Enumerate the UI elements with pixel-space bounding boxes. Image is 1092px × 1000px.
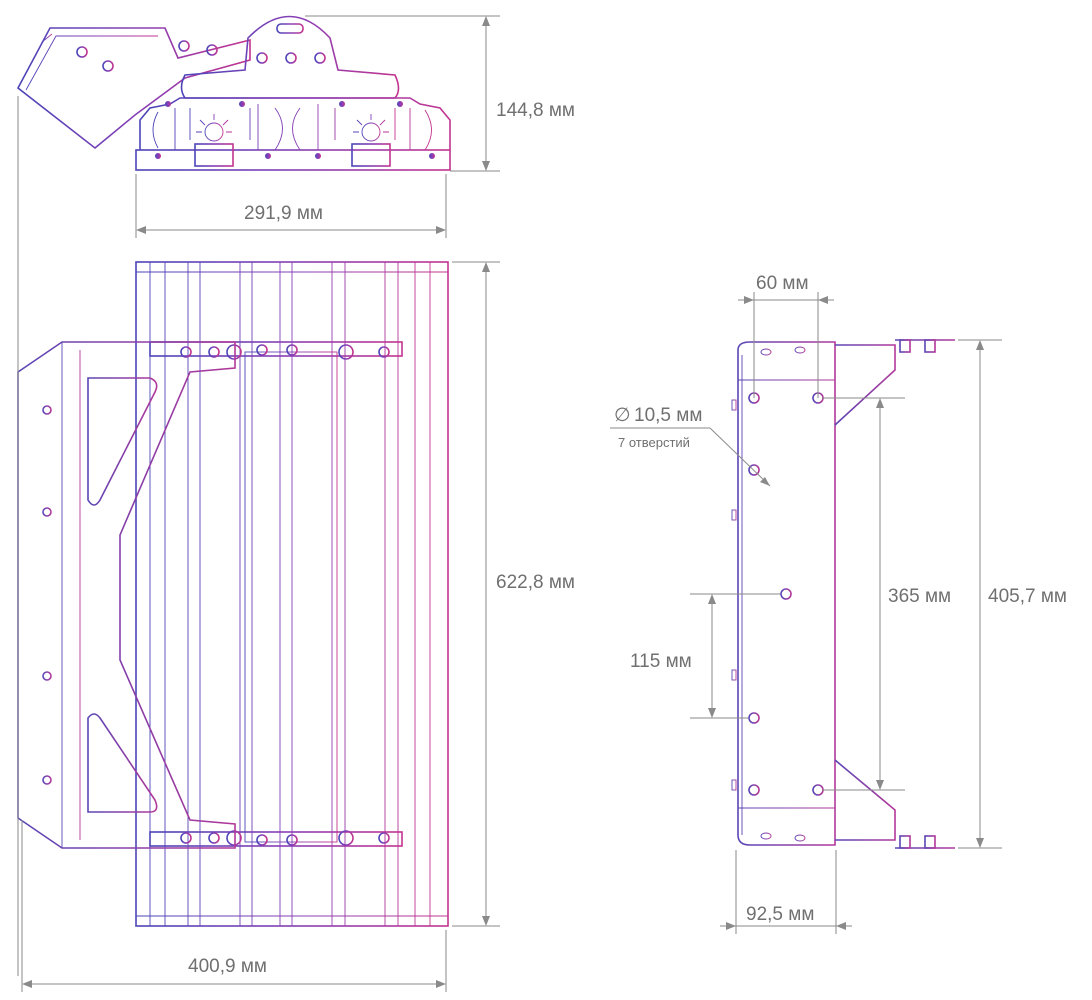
dim-hole-diameter: 10,5 мм (634, 405, 702, 426)
dim-hole-pitch-long: 365 мм (888, 586, 951, 607)
dim-bracket-length: 405,7 мм (988, 586, 1067, 607)
dimension-labels: 144,8 мм 291,9 мм 622,8 мм 400,9 мм 60 м… (188, 100, 1067, 977)
side-view (17, 261, 449, 927)
dim-overall-width: 400,9 мм (188, 956, 267, 977)
end-view (16, 15, 451, 171)
dim-hole-pitch-short: 115 мм (630, 651, 692, 672)
dim-bracket-depth: 92,5 мм (746, 904, 814, 925)
dimension-lines (17, 15, 1002, 992)
diameter-symbol: ∅ (614, 405, 631, 426)
dim-bracket-hole-spacing: 60 мм (756, 273, 809, 294)
dim-front-height: 144,8 мм (496, 100, 575, 121)
dim-front-width: 291,9 мм (244, 203, 323, 224)
dim-hole-count: 7 отверстий (618, 435, 690, 450)
dim-body-length: 622,8 мм (496, 572, 575, 593)
